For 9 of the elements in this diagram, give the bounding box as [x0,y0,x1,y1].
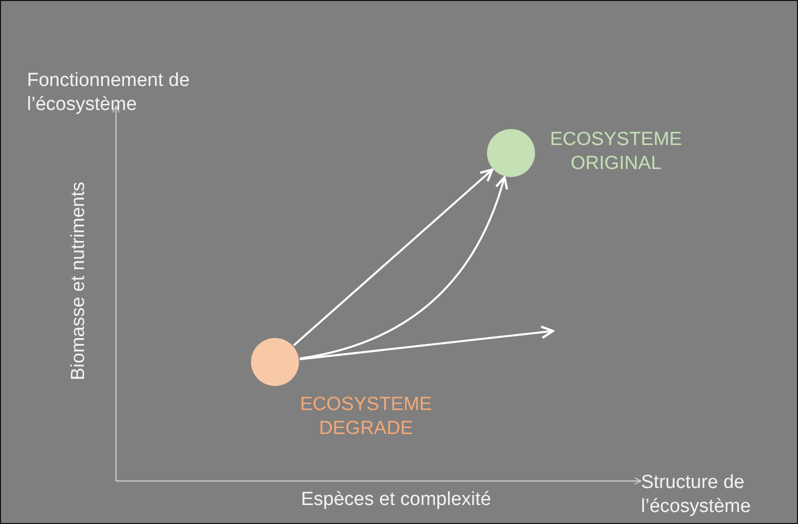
state-label: ECOSYSTEME ORIGINAL [549,128,683,176]
axis-title: Fonctionnement de l’écosystème [27,69,191,117]
axis-title: Espèces et complexité [301,488,492,512]
state-label: ECOSYSTEME DEGRADE [299,393,433,441]
axis-title: Biomasse et nutriments [67,182,90,380]
arrow [293,168,494,346]
arrow [300,326,554,360]
arrow [300,176,508,360]
axis-title: Structure de l’écosystème [641,471,752,519]
